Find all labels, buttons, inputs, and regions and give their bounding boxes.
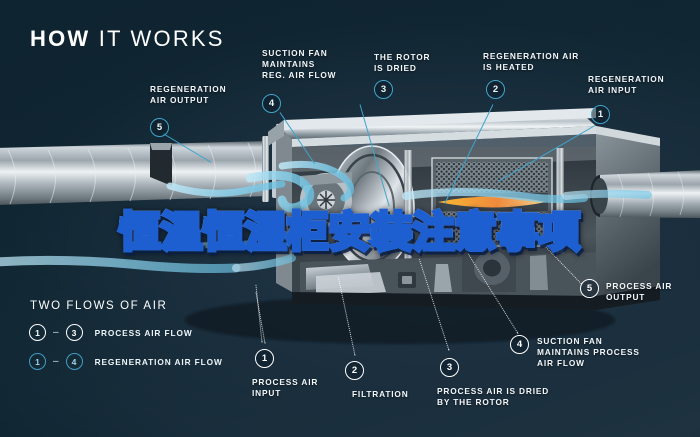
page-title: HOW IT WORKS [30, 26, 225, 52]
callout-label-suction-fan-process: SUCTION FAN MAINTAINS PROCESS AIR FLOW [537, 336, 640, 369]
legend-marker-regeneration-from: 1 [29, 353, 46, 370]
legend-marker-regeneration-to: 4 [65, 353, 83, 370]
callout-marker-1-process[interactable]: 1 [255, 349, 274, 368]
page-title-light: IT WORKS [98, 26, 225, 51]
callout-label-process-air-output: PROCESS AIR OUTPUT [606, 281, 673, 303]
legend-dash-regeneration: – [53, 356, 59, 367]
airflow-streams [0, 160, 652, 273]
callout-label-filtration: FILTRATION [352, 389, 409, 399]
callout-marker-3-regeneration[interactable]: 3 [374, 80, 393, 99]
callout-label-process-air-input: PROCESS AIR INPUT [252, 377, 319, 399]
callout-marker-2-regeneration[interactable]: 2 [486, 80, 505, 99]
legend-label-regeneration-air-flow: REGENERATION AIR FLOW [94, 356, 223, 367]
legend-row-regeneration-air-flow: 1 – 4 REGENERATION AIR FLOW [29, 353, 223, 370]
legend-dash-process: – [53, 327, 59, 338]
callout-marker-4-process[interactable]: 4 [510, 335, 529, 354]
callout-label-process-air-dried: PROCESS AIR IS DRIED BY THE ROTOR [437, 386, 550, 408]
callout-marker-4-regeneration[interactable]: 4 [262, 94, 281, 113]
page-title-bold: HOW [30, 26, 91, 51]
heater-and-filter-block [431, 157, 553, 247]
callout-marker-3-process[interactable]: 3 [440, 358, 459, 377]
base-frame [300, 251, 596, 296]
legend-marker-process-from: 1 [29, 324, 46, 341]
callout-label-reg-air-input: REGENERATION AIR INPUT [588, 74, 665, 96]
callout-marker-1-regeneration[interactable]: 1 [591, 105, 610, 124]
callout-label-rotor-dried: THE ROTOR IS DRIED [374, 52, 431, 74]
callout-marker-2-process[interactable]: 2 [345, 361, 364, 380]
legend-title: TWO FLOWS OF AIR [30, 300, 168, 312]
callout-label-regeneration-air-output: REGENERATION AIR OUTPUT [150, 84, 227, 106]
regeneration-suction-fan [300, 172, 352, 227]
legend-label-process-air-flow: PROCESS AIR FLOW [94, 327, 193, 338]
callout-marker-5-regeneration[interactable]: 5 [150, 118, 169, 137]
chinese-banner-text: 恒温恒湿柜安装注意事项 [117, 198, 583, 259]
callout-label-reg-air-heated: REGENERATION AIR IS HEATED [483, 51, 580, 73]
legend-row-process-air-flow: 1 – 3 PROCESS AIR FLOW [29, 324, 193, 341]
callout-marker-5-process[interactable]: 5 [580, 279, 599, 298]
legend-marker-process-to: 3 [65, 324, 83, 341]
upper-housing [268, 108, 596, 146]
callout-label-suction-fan-reg: SUCTION FAN MAINTAINS REG. AIR FLOW [262, 48, 337, 81]
